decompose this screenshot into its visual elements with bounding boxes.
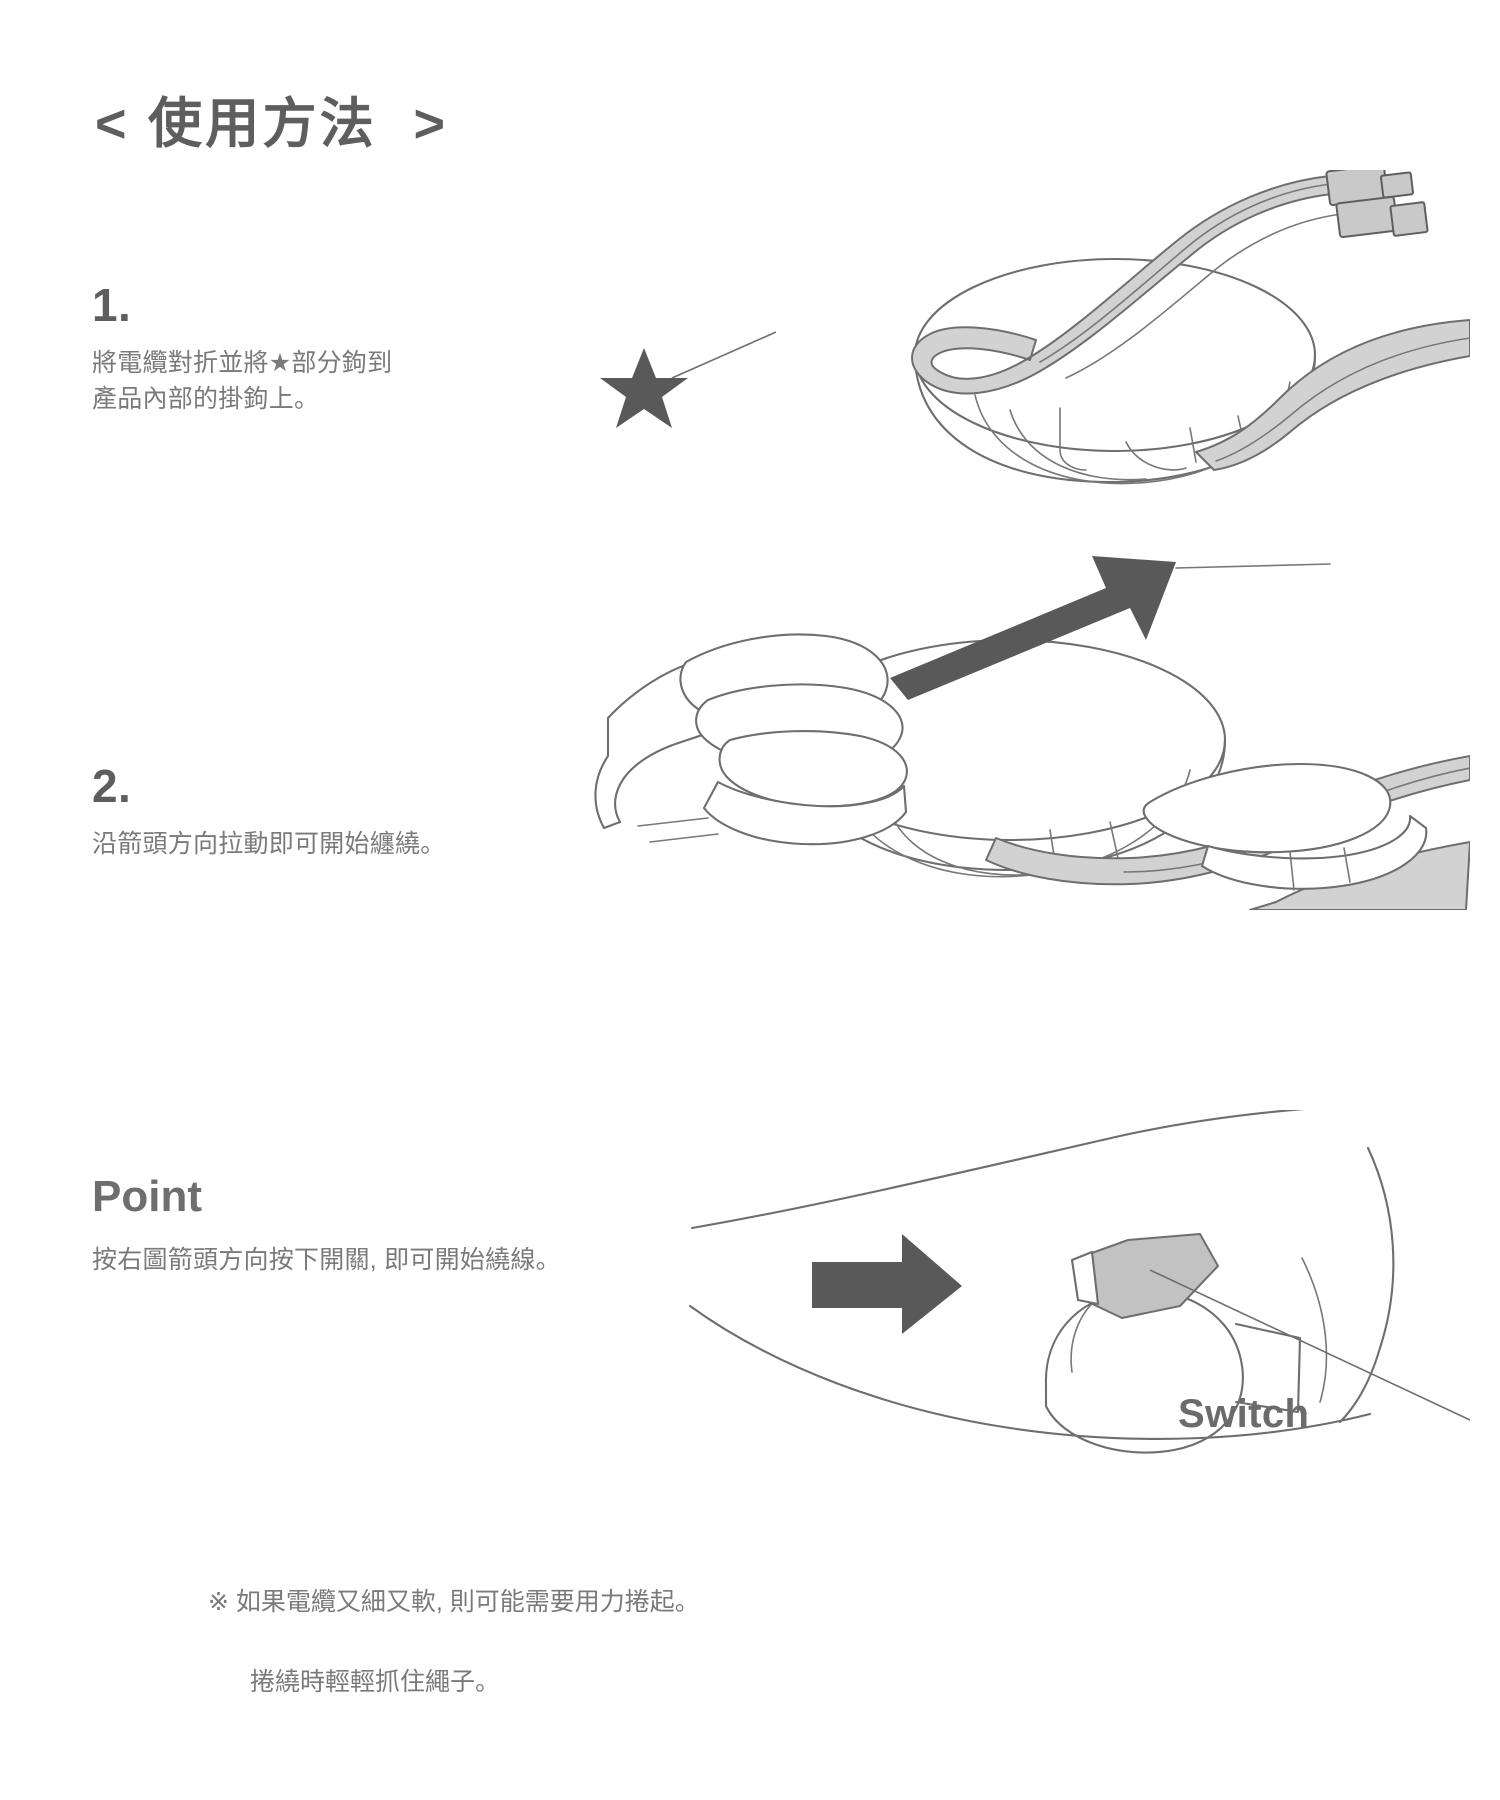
right-hand	[1142, 762, 1428, 891]
step-1-illustration	[590, 170, 1470, 500]
footnote-2: 捲繞時輕輕抓住繩子。	[250, 1668, 501, 1696]
left-hand	[594, 633, 908, 846]
arrow-right-icon	[812, 1234, 962, 1334]
cable-connector-upper	[1325, 170, 1414, 207]
step-2-illustration	[590, 550, 1470, 910]
step-1-text: 將電纜對折並將★部分鉤到 產品內部的掛鉤上。	[92, 349, 393, 414]
step-1-number: 1.	[92, 279, 132, 331]
footnote-1: ※ 如果電纜又細又軟, 則可能需要用力捲起。	[208, 1588, 700, 1616]
page-title: < 使用方法 >	[95, 94, 449, 154]
arrow-up-right-icon	[890, 556, 1176, 700]
point-text: 按右圖箭頭方向按下開關, 即可開始繞線。	[92, 1246, 561, 1274]
step-2-number: 2.	[92, 760, 132, 812]
switch-callout-label: Switch	[1178, 1392, 1310, 1436]
star-icon	[600, 348, 688, 428]
point-heading: Point	[92, 1172, 202, 1221]
switch-highlight	[1070, 1233, 1219, 1319]
step-2-text: 沿箭頭方向拉動即可開始纏繞。	[92, 830, 446, 858]
point-illustration	[680, 1110, 1470, 1470]
cable-connector-lower	[1335, 195, 1429, 239]
